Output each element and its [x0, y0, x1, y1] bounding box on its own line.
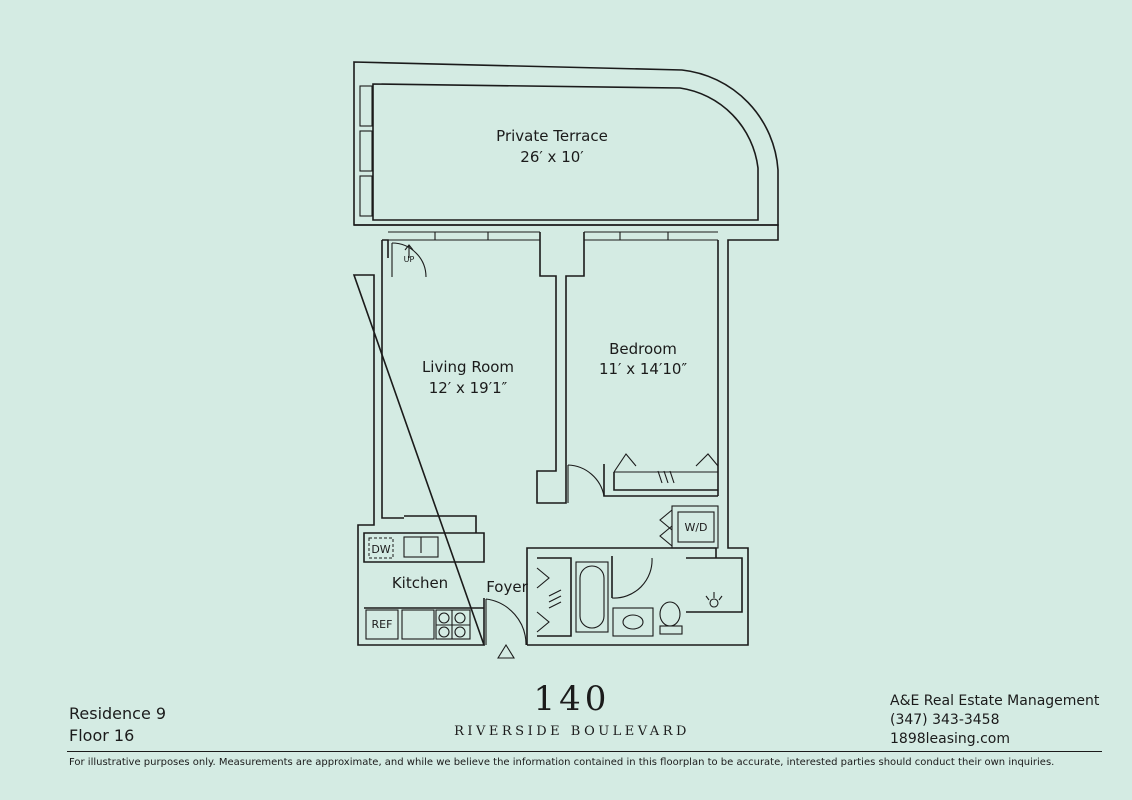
- terrace-dims: 26′ x 10′: [520, 148, 584, 166]
- disclaimer-text: For illustrative purposes only. Measurem…: [69, 757, 1055, 768]
- foyer-name: Foyer: [486, 578, 528, 596]
- dishwasher-label: DW: [371, 543, 390, 556]
- terrace-door: UP: [391, 242, 427, 278]
- entry-door: [483, 598, 527, 659]
- bedroom-name: Bedroom: [609, 340, 677, 358]
- living-room-name: Living Room: [422, 358, 514, 376]
- contact-phone: (347) 343-3458: [890, 712, 1000, 728]
- living-room-dims: 12′ x 19′1″: [429, 379, 508, 397]
- terrace-outline: [353, 61, 779, 226]
- up-label: UP: [404, 255, 415, 264]
- bath-laundry: [526, 505, 743, 645]
- residence-info: Residence 9 Floor 16: [69, 703, 166, 747]
- washer-dryer-label: W/D: [684, 521, 707, 534]
- residence-unit: Residence 9: [69, 704, 167, 723]
- building-logo: 140 RIVERSIDE BOULEVARD: [400, 680, 744, 739]
- contact-company: A&E Real Estate Management: [890, 693, 1100, 709]
- unit-walls: [352, 224, 779, 646]
- kitchen-fixtures: [363, 515, 485, 640]
- building-number: 140: [533, 679, 611, 719]
- footer-divider: [67, 751, 1102, 752]
- kitchen-name: Kitchen: [392, 574, 448, 592]
- contact-info: A&E Real Estate Management (347) 343-345…: [890, 692, 1099, 749]
- contact-website: 1898leasing.com: [890, 731, 1011, 747]
- terrace-name: Private Terrace: [496, 127, 608, 145]
- residence-floor: Floor 16: [69, 726, 135, 745]
- building-street: RIVERSIDE BOULEVARD: [454, 724, 690, 739]
- bedroom-dims: 11′ x 14′10″: [599, 360, 687, 378]
- refrigerator-label: REF: [372, 618, 393, 631]
